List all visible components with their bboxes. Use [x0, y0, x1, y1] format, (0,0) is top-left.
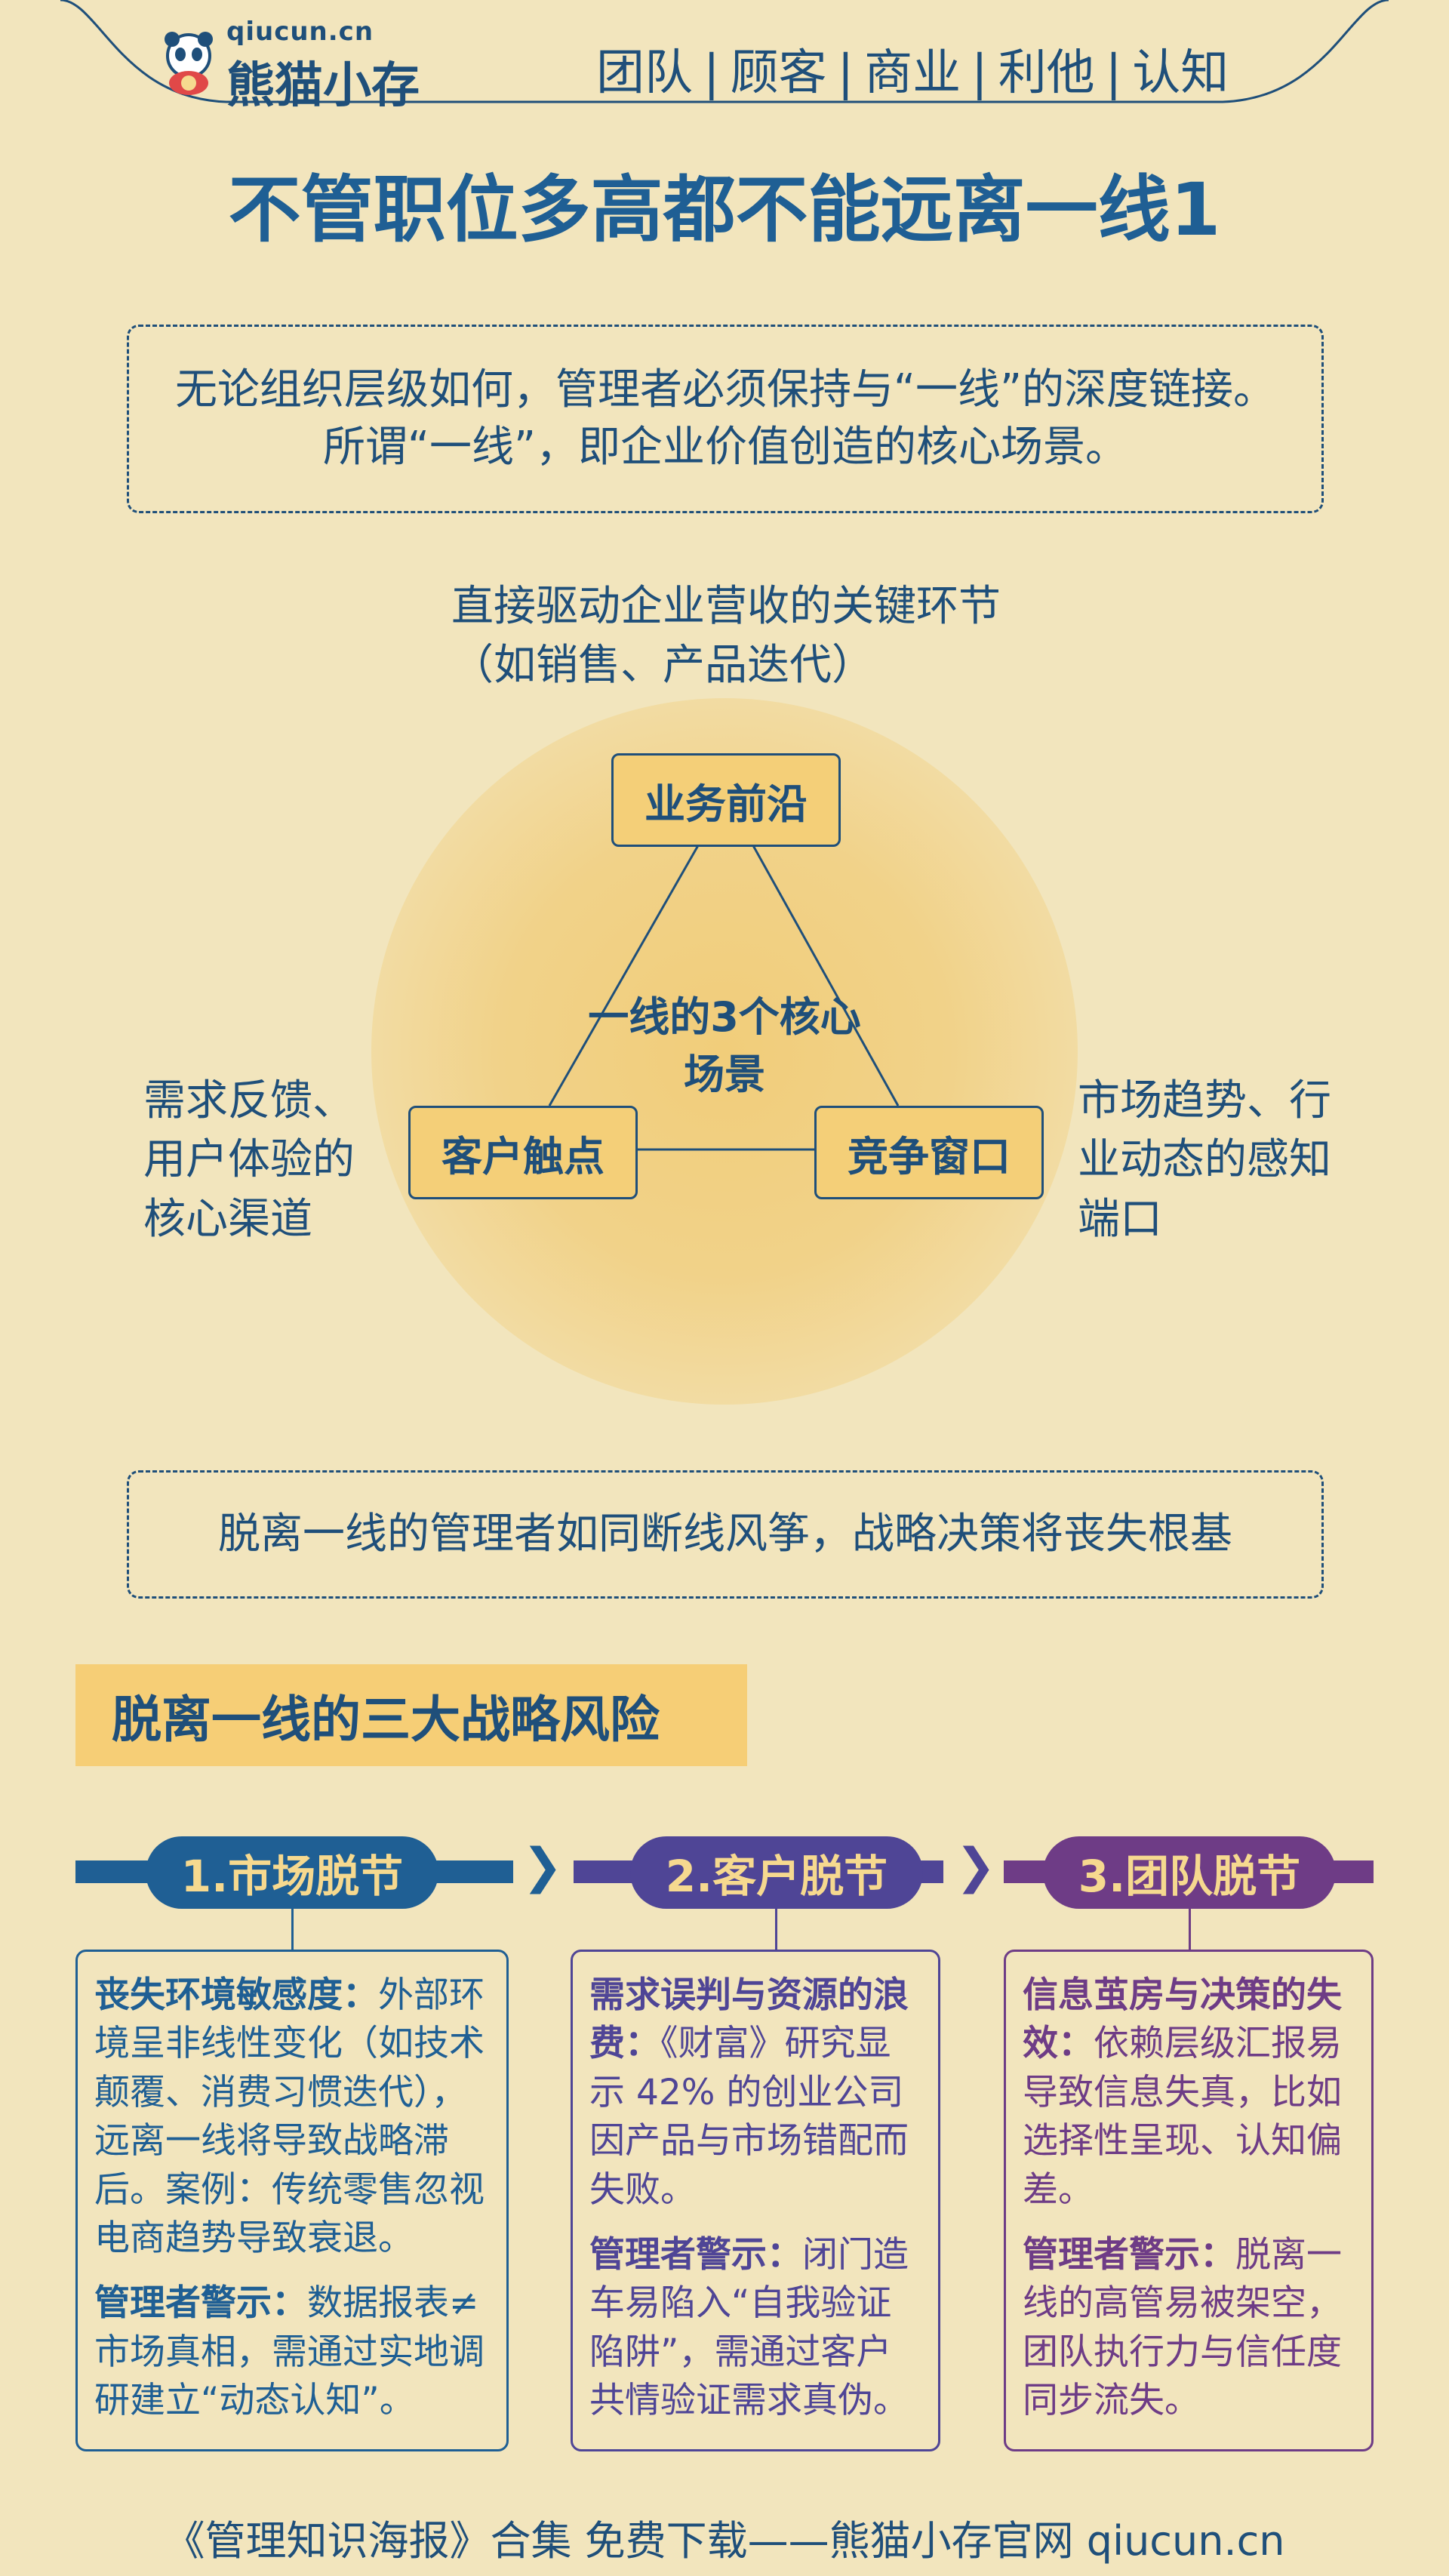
risk-pill-team: 3.团队脱节 [1043, 1836, 1336, 1909]
risk-card-warning-text: 闭门造车易陷入“自我验证陷阱”，需通过客户共情验证需求真伪。 [589, 2233, 909, 2421]
footer-link[interactable]: 《管理知识海报》合集 免费下载——熊猫小存官网 qiucun.cn [164, 2517, 1285, 2565]
page-title: 不管职位多高都不能远离一线1 [228, 168, 1221, 252]
top-nav: 团队|顾客|商业|利他|认知 [596, 34, 1229, 103]
node-competition-window: 竞争窗口 [814, 1106, 1044, 1199]
nav-item-cognition[interactable]: 认知 [1132, 45, 1229, 101]
triangle-connector [548, 841, 900, 1151]
nav-separator: | [1105, 45, 1122, 101]
risk-card-warning-text: 数据报表≠市场真相，需通过实地调研建立“动态认知”。 [94, 2282, 485, 2421]
risk-pill-customer: 2.客户脱节 [630, 1836, 923, 1909]
chevron-right-icon: ❯ [955, 1839, 996, 1894]
risk-card-body: 需求误判与资源的浪费：《财富》研究显示 42% 的创业公司因产品与市场错配而失败… [589, 1971, 921, 2214]
node-business-frontline: 业务前沿 [611, 753, 841, 847]
nav-item-customer[interactable]: 顾客 [730, 45, 827, 101]
header-frame [60, 0, 1389, 103]
risk-card-customer: 需求误判与资源的浪费：《财富》研究显示 42% 的创业公司因产品与市场错配而失败… [571, 1950, 940, 2451]
risk-card-body-title: 信息茧房与决策的失效： [1023, 1974, 1342, 2065]
diagram-center-label: 一线的3个核心场景 [588, 993, 861, 1098]
risk-card-body-text: 《财富》研究显示 42% 的创业公司因产品与市场错配而失败。 [589, 2023, 909, 2211]
risk-card-warning: 管理者警示：闭门造车易陷入“自我验证陷阱”，需通过客户共情验证需求真伪。 [589, 2231, 921, 2426]
risk-card-warning-title: 管理者警示： [94, 2282, 307, 2325]
right-node-description: 市场趋势、行业动态的感知端口 [1078, 1076, 1331, 1244]
intro-text: 无论组织层级如何，管理者必须保持与“一线”的深度链接。所谓“一线”，即企业价值创… [174, 365, 1276, 472]
quote-text: 脱离一线的管理者如同断线风筝，战略决策将丧失根基 [218, 1510, 1232, 1559]
logo-name: 熊猫小存 [226, 58, 420, 114]
nav-item-team[interactable]: 团队 [596, 45, 693, 101]
risk-card-body-text: 依赖层级汇报易导致信息失真，比如选择性呈现、认知偏差。 [1023, 2023, 1342, 2211]
chevron-right-icon: ❯ [522, 1839, 563, 1894]
risk-card-market: 丧失环境敏感度：外部环境呈非线性变化（如技术颠覆、消费习惯迭代），远离一线将导致… [75, 1950, 509, 2451]
risk-card-body-text: 外部环境呈非线性变化（如技术颠覆、消费习惯迭代），远离一线将导致战略滞后。案例：… [94, 1974, 485, 2259]
risk-card-body-title: 需求误判与资源的浪费： [589, 1974, 909, 2065]
top-node-description: 直接驱动企业营收的关键环节（如销售、产品迭代） [451, 582, 1001, 691]
risk-card-body-title: 丧失环境敏感度： [94, 1974, 378, 2016]
risk-card-body: 信息茧房与决策的失效：依赖层级汇报易导致信息失真，比如选择性呈现、认知偏差。 [1023, 1971, 1355, 2214]
left-node-description: 需求反馈、用户体验的核心渠道 [143, 1076, 355, 1244]
connector-line [775, 1909, 777, 1950]
nav-item-business[interactable]: 商业 [864, 45, 961, 101]
nav-separator: | [703, 45, 720, 101]
logo-domain: qiucun.cn [226, 17, 374, 47]
risk-card-warning: 管理者警示：数据报表≠市场真相，需通过实地调研建立“动态认知”。 [94, 2279, 490, 2425]
risk-card-body: 丧失环境敏感度：外部环境呈非线性变化（如技术颠覆、消费习惯迭代），远离一线将导致… [94, 1971, 490, 2263]
risk-card-warning-text: 脱离一线的高管易被架空，团队执行力与信任度同步流失。 [1023, 2233, 1342, 2421]
intro-box: 无论组织层级如何，管理者必须保持与“一线”的深度链接。所谓“一线”，即企业价值创… [127, 325, 1324, 513]
risk-card-warning-title: 管理者警示： [589, 2233, 802, 2276]
nav-item-altruism[interactable]: 利他 [998, 45, 1095, 101]
connector-line [1189, 1909, 1191, 1950]
nav-separator: | [971, 45, 988, 101]
section-title: 脱离一线的三大战略风险 [75, 1664, 747, 1766]
quote-box: 脱离一线的管理者如同断线风筝，战略决策将丧失根基 [127, 1470, 1324, 1599]
risk-card-warning-title: 管理者警示： [1023, 2233, 1235, 2276]
nav-separator: | [837, 45, 854, 101]
risk-card-team: 信息茧房与决策的失效：依赖层级汇报易导致信息失真，比如选择性呈现、认知偏差。 管… [1004, 1950, 1374, 2451]
connector-line [291, 1909, 294, 1950]
node-customer-touchpoint: 客户触点 [408, 1106, 638, 1199]
panda-icon [165, 32, 213, 95]
risk-pill-market: 1.市场脱节 [146, 1836, 438, 1909]
risk-card-warning: 管理者警示：脱离一线的高管易被架空，团队执行力与信任度同步流失。 [1023, 2231, 1355, 2426]
